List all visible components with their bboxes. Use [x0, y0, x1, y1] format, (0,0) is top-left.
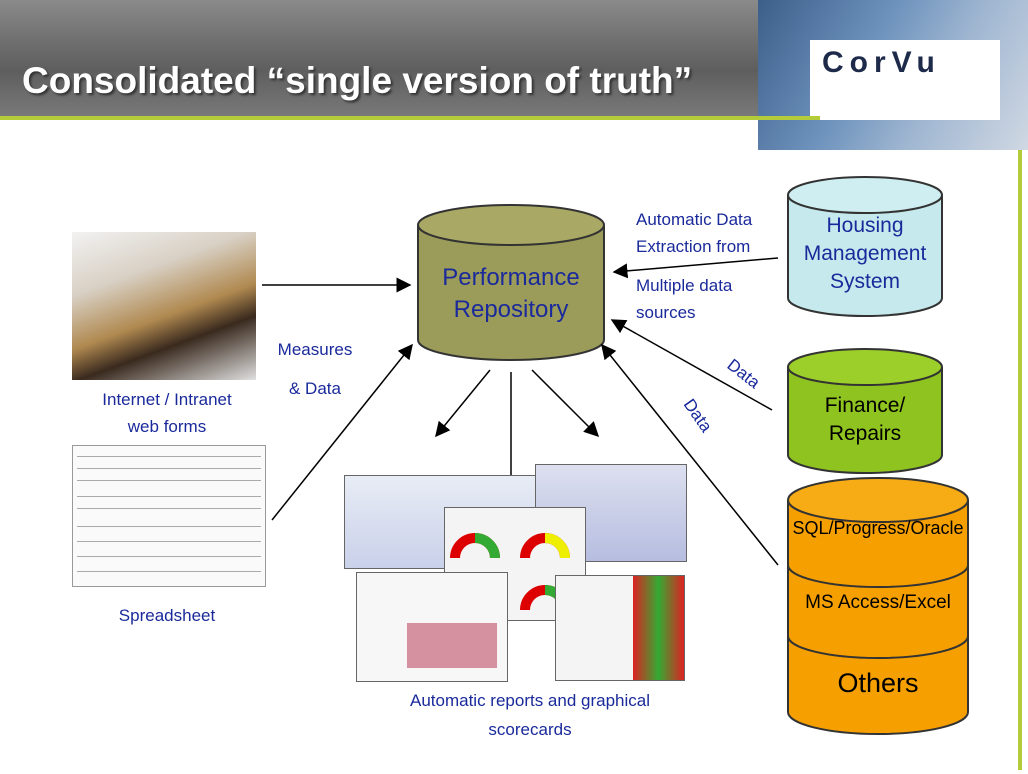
right-border-line [1018, 150, 1022, 770]
arrow-repo-to-reports-right [531, 369, 600, 438]
report-screenshot-gauges [444, 507, 586, 621]
reports-label: Automatic reports and graphical scorecar… [370, 686, 690, 744]
arrow-finance-to-repo [610, 319, 773, 411]
corvu-logo: CorVu [822, 46, 941, 79]
extraction-line2: Extraction from [636, 237, 751, 256]
databases-cylinder [787, 477, 969, 735]
logo-area [810, 40, 1000, 120]
finance-label-line2: Repairs [828, 422, 902, 445]
spreadsheet-image [72, 445, 266, 587]
header-divider [0, 116, 820, 120]
person-at-computer-image [72, 232, 256, 380]
finance-label: Finance/ Repairs [788, 392, 942, 448]
measures-label-line1: Measures [277, 340, 353, 359]
housing-label-line2: Management [803, 242, 927, 265]
housing-cylinder [787, 176, 943, 317]
page-title: Consolidated “single version of truth” [22, 60, 693, 101]
housing-label-line3: System [829, 270, 900, 293]
web-forms-label-line1: Internet / Intranet [102, 390, 232, 409]
housing-label-line1: Housing [826, 214, 904, 237]
extraction-label: Automatic Data Extraction from Multiple … [636, 206, 776, 326]
db-label-sql: SQL/Progress/Oracle [792, 518, 964, 538]
extraction-line1: Automatic Data [636, 210, 753, 229]
finance-label-line1: Finance/ [824, 394, 906, 417]
reports-label-line2: scorecards [488, 720, 572, 739]
web-forms-label-line2: web forms [127, 417, 207, 436]
repository-label: Performance Repository [418, 262, 604, 326]
repository-label-line2: Repository [453, 296, 569, 323]
arrow-spreadsheet-to-repo [271, 343, 413, 521]
arrow-databases-to-repo [601, 343, 779, 566]
finance-cylinder [787, 348, 943, 474]
housing-label: Housing Management System [788, 212, 942, 296]
measures-label: Measures & Data [270, 336, 360, 402]
performance-repository-cylinder [417, 204, 605, 361]
extraction-line3: Multiple data [636, 276, 733, 295]
db-label-access: MS Access/Excel [805, 592, 951, 613]
db-label-others: Others [837, 668, 919, 698]
extraction-line4: sources [636, 303, 696, 322]
spreadsheet-label: Spreadsheet [118, 606, 216, 625]
report-screenshot-table [555, 575, 685, 681]
reports-label-line1: Automatic reports and graphical [409, 691, 651, 710]
repository-label-line1: Performance [442, 264, 580, 291]
arrow-repo-to-reports-left [435, 369, 491, 438]
arrow-housing-to-repo [612, 257, 779, 279]
web-forms-label: Internet / Intranet web forms [72, 386, 262, 440]
measures-label-line2: & Data [289, 379, 341, 398]
data-label-databases: Data [680, 395, 716, 436]
report-screenshot-bar-chart [356, 572, 508, 682]
